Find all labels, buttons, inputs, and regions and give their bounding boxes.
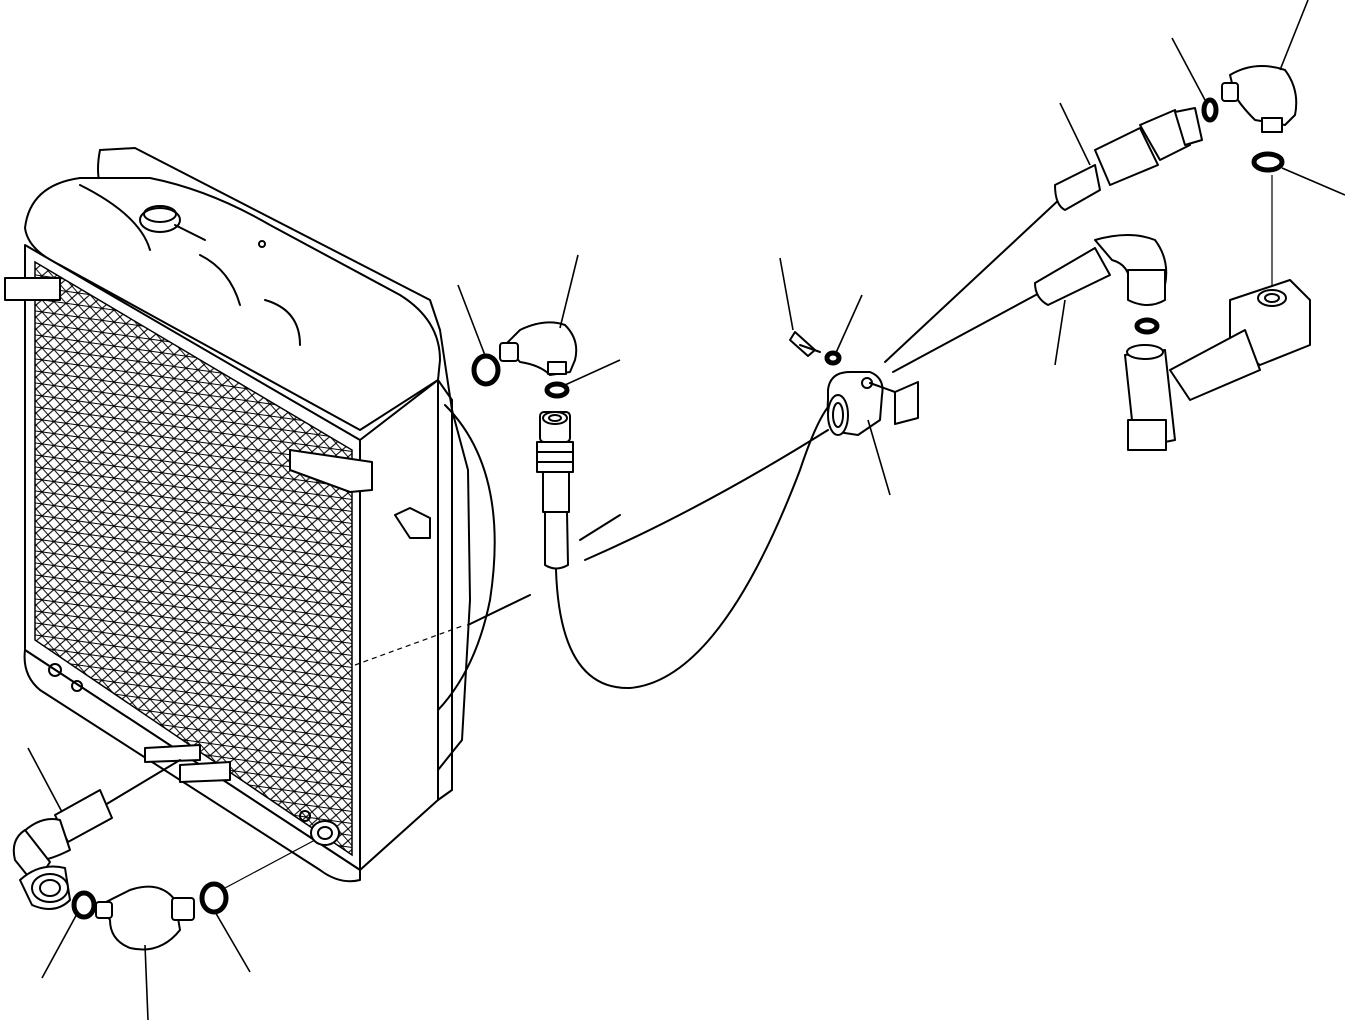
center-hose-assembly [471, 321, 919, 690]
leader-bolt [779, 257, 794, 331]
o-ring-5 [1134, 317, 1160, 335]
o-ring-2 [544, 381, 570, 399]
hidden-line [354, 624, 466, 666]
side-bracket [394, 507, 431, 539]
leader-o-ring-2 [564, 359, 621, 386]
leader-o-ring-4 [1281, 167, 1345, 196]
o-ring-1 [471, 353, 501, 387]
upper-right-hose [884, 65, 1298, 363]
tee-pipe [1169, 329, 1261, 401]
fan-dome [399, 404, 496, 741]
radiator-mesh [34, 260, 353, 857]
leader-washer [834, 294, 863, 356]
leader-hose-4 [27, 747, 63, 813]
elbow-fitting-2 [1229, 65, 1298, 126]
hose-2 [884, 196, 1063, 363]
leader-hose-3 [1054, 299, 1066, 366]
hose-fitting-2 [1094, 127, 1159, 186]
leader-o-ring-3 [1171, 37, 1206, 101]
hose-3 [892, 289, 1046, 373]
leader-elbow-1 [559, 254, 579, 329]
filler-cap [139, 207, 181, 233]
mount-plate [894, 381, 919, 425]
o-ring-4 [1251, 151, 1285, 173]
lower-left-assembly [12, 759, 316, 951]
left-bracket [4, 277, 61, 301]
leader-hose-2 [1059, 102, 1091, 166]
o-ring-7 [199, 881, 229, 915]
leader-elbow-3 [144, 944, 149, 1021]
elbow-fitting-3 [99, 885, 181, 951]
o-ring-3 [1201, 97, 1219, 123]
lower-right-assembly [892, 234, 1311, 451]
leader-elbow-2 [1279, 0, 1309, 71]
hose-1 [555, 399, 836, 690]
radiator [4, 147, 531, 883]
callout-leaders [27, 0, 1345, 1021]
right-strap [289, 449, 373, 493]
o-ring-6 [71, 890, 97, 920]
leader-o-ring-7 [213, 909, 251, 973]
radiator-side-panel [359, 379, 439, 871]
bolt [789, 331, 816, 357]
hose-end-1 [544, 511, 569, 570]
leader-o-ring-1 [457, 284, 487, 359]
radiator-outlet-port [310, 820, 340, 846]
washer [824, 350, 842, 366]
leader-clamp [867, 419, 891, 496]
leader-o-ring-6 [41, 911, 79, 979]
